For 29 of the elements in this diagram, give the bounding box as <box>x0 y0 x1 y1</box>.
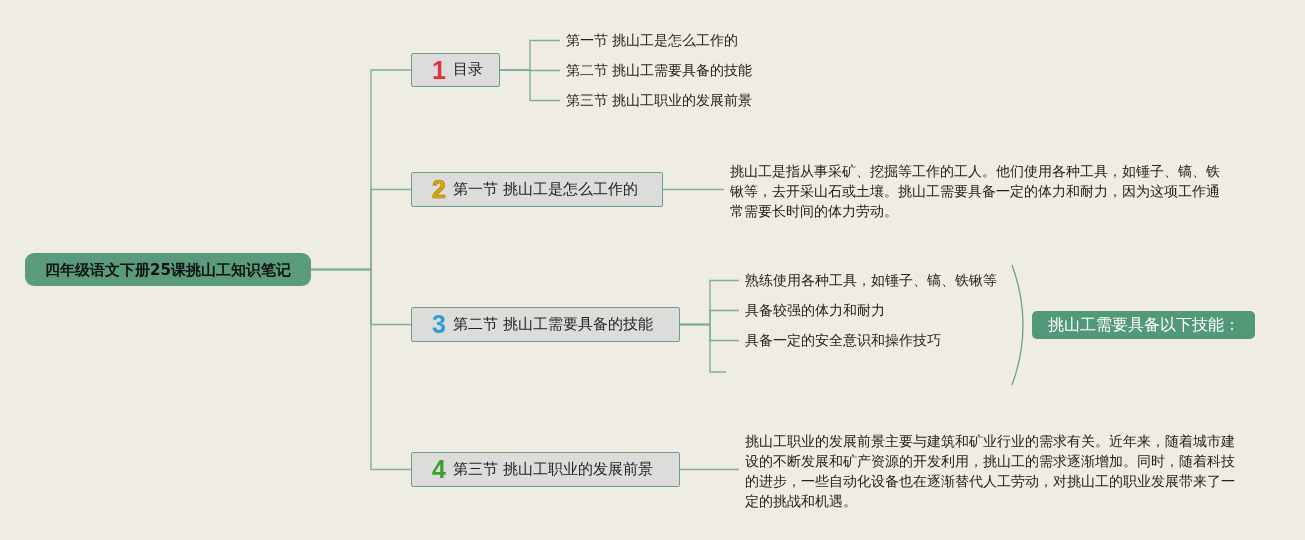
connector-line <box>679 323 727 373</box>
connector-line <box>310 268 412 471</box>
topic-title: 第一节 挑山工是怎么工作的 <box>452 180 638 199</box>
subtopic-text: 第一节 挑山工是怎么工作的 <box>566 33 739 49</box>
topic-box <box>411 53 500 87</box>
connector-line <box>662 188 725 191</box>
paragraph: 挑山工职业的发展前景主要与建筑和矿业行业的需求有关。近年来，随着城市建设的不断发展和矿产资源的开发利用，挑山工的需求逐渐增加。同时，随着科技的进步，一些自动化设备也在逐渐替代人工劳动，对挑山工的职业发展带来了一定的挑战和机遇。 <box>745 431 1241 511</box>
topic-box <box>411 172 663 207</box>
paragraph: 挑山工是指从事采矿、挖掘等工作的工人。他们使用各种工具，如锤子、镐、铁锹等，去开采山石或土壤。挑山工需要具备一定的体力和耐力，因为这项工作通常需要长时间的体力劳动。 <box>730 161 1230 221</box>
section-number: 2 <box>432 177 446 202</box>
subtopic-text: 具备一定的安全意识和操作技巧 <box>745 333 941 349</box>
topic-title: 第三节 挑山工职业的发展前景 <box>452 460 653 479</box>
topic-box <box>411 452 680 487</box>
topic-box <box>411 307 680 342</box>
summary-box <box>1032 311 1255 339</box>
section-number: 1 <box>432 57 446 83</box>
subtopic-text: 具备较强的体力和耐力 <box>745 303 885 319</box>
section-number: 3 <box>432 312 446 337</box>
topic-title: 目录 <box>452 61 483 79</box>
summary-text: 挑山工需要具备以下技能： <box>1047 315 1240 335</box>
root-topic-box <box>25 253 311 286</box>
subtopic-text: 第二节 挑山工需要具备的技能 <box>566 63 753 79</box>
topic-title: 第二节 挑山工需要具备的技能 <box>452 315 653 334</box>
subtopic-text: 熟练使用各种工具，如锤子、镐、铁锹等 <box>745 273 997 289</box>
root-title: 四年级语文下册25课挑山工知识笔记 <box>45 260 291 279</box>
section-number: 4 <box>432 457 446 482</box>
connector-line <box>499 69 561 102</box>
subtopic-text: 第三节 挑山工职业的发展前景 <box>566 93 753 109</box>
connector-line <box>679 468 740 471</box>
